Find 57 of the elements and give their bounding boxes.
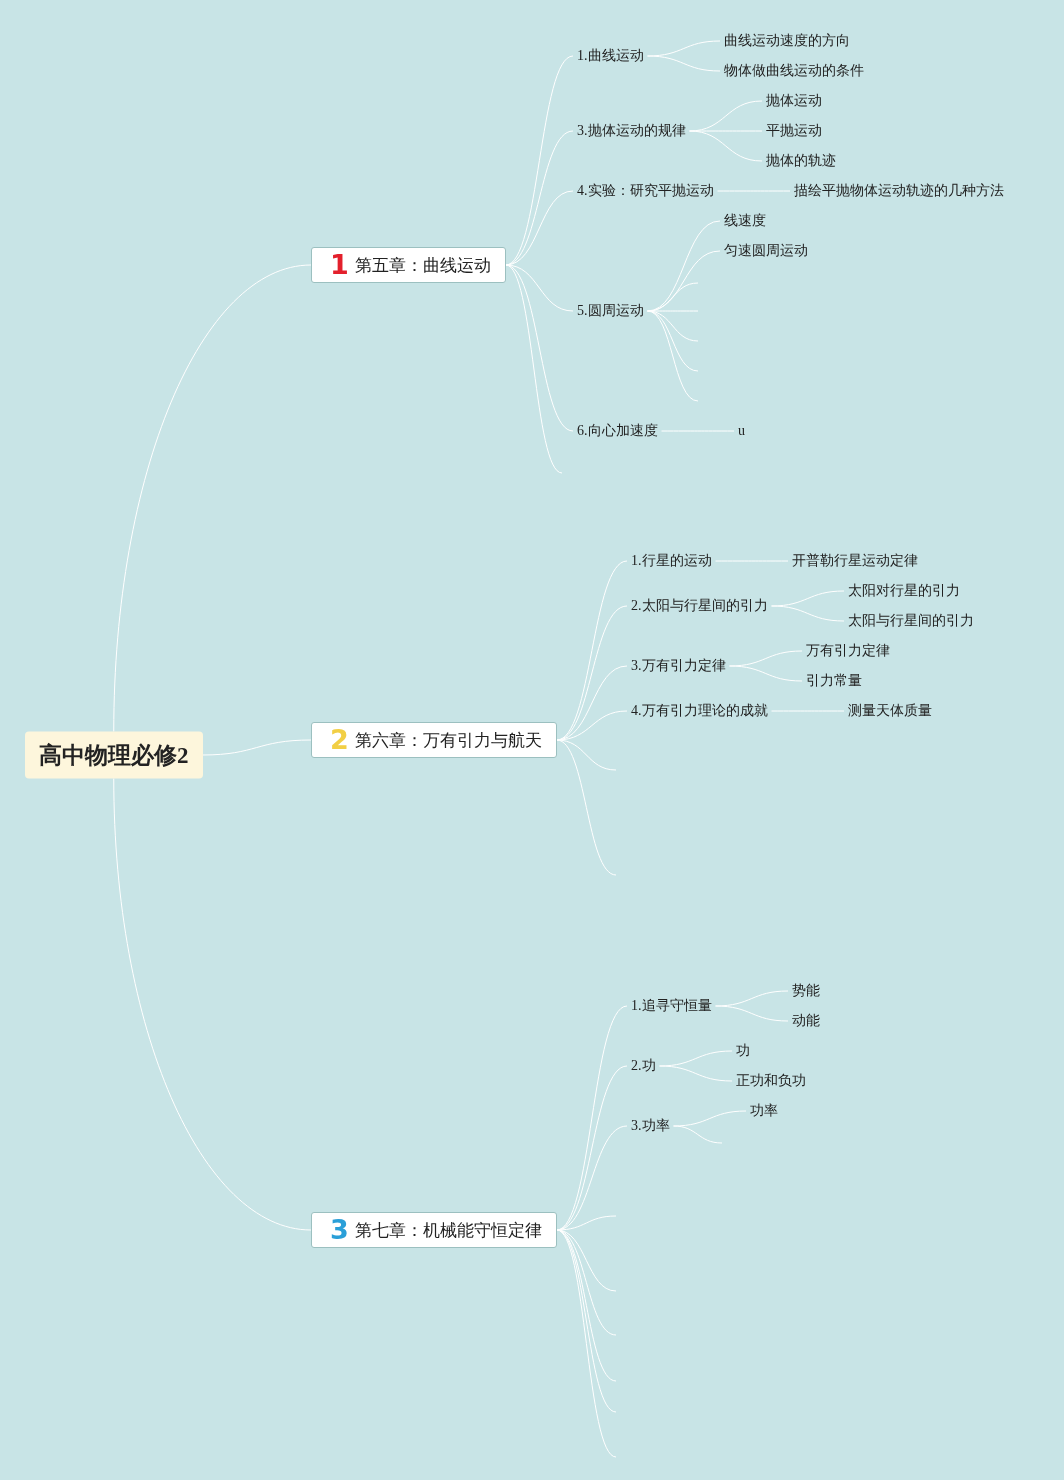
topic-label: 线速度 [720, 211, 770, 231]
topic-label: 匀速圆周运动 [720, 241, 812, 261]
topic-label: 6.向心加速度 [573, 421, 662, 441]
topic-label: 引力常量 [802, 671, 866, 691]
chapter-title: 第五章：曲线运动 [354, 253, 491, 277]
branch-line [505, 264, 563, 474]
topic-label: 1.追寻守恒量 [627, 996, 716, 1016]
topic-label: 描绘平抛物体运动轨迹的几种方法 [790, 181, 1008, 201]
chapter-box [311, 247, 506, 283]
branch-line [647, 310, 699, 402]
branch-line [673, 1110, 747, 1127]
branch-line [202, 739, 312, 756]
branch-line [659, 1065, 733, 1082]
topic-label: 动能 [788, 1011, 824, 1031]
chapter-box [311, 1212, 557, 1248]
topic-label: 平抛运动 [762, 121, 826, 141]
topic-label: 3.功率 [627, 1116, 674, 1136]
topic-label: 抛体的轨迹 [762, 151, 840, 171]
chapter-box [311, 722, 557, 758]
topic-label: 曲线运动速度的方向 [720, 31, 854, 51]
branch-line [556, 1229, 617, 1458]
branch-line [771, 605, 845, 622]
branch-line [673, 1125, 723, 1144]
topic-label: 功率 [746, 1101, 782, 1121]
topic-label: 4.万有引力理论的成就 [627, 701, 772, 721]
topic-label: 抛体运动 [762, 91, 826, 111]
topic-label: 4.实验：研究平抛运动 [573, 181, 718, 201]
topic-label: 2.太阳与行星间的引力 [627, 596, 772, 616]
topic-label: 正功和负功 [732, 1071, 810, 1091]
topic-label: 测量天体质量 [844, 701, 936, 721]
branch-line [715, 1005, 789, 1022]
root-topic-box: 高中物理必修2 [25, 731, 203, 779]
branch-line [689, 130, 763, 162]
topic-label: 万有引力定律 [802, 641, 894, 661]
topic-label: 势能 [788, 981, 824, 1001]
branch-line [647, 55, 721, 72]
topic-label: 3.万有引力定律 [627, 656, 730, 676]
topic-label: u [734, 421, 749, 441]
branch-line [113, 778, 312, 1231]
topic-label: 物体做曲线运动的条件 [720, 61, 868, 81]
branch-line [729, 665, 803, 682]
topic-label: 2.功 [627, 1056, 660, 1076]
topic-label: 3.抛体运动的规律 [573, 121, 690, 141]
topic-label: 开普勒行星运动定律 [788, 551, 922, 571]
chapter-number: 2 [330, 726, 349, 754]
branch-line [113, 264, 312, 732]
topic-label: 太阳对行星的引力 [844, 581, 964, 601]
topic-label: 1.行星的运动 [627, 551, 716, 571]
chapter-number: 1 [330, 251, 349, 279]
chapter-title: 第七章：机械能守恒定律 [354, 1218, 542, 1242]
topic-label: 功 [732, 1041, 754, 1061]
branch-line [647, 310, 699, 342]
chapter-number: 3 [330, 1216, 349, 1244]
topic-label: 1.曲线运动 [573, 46, 648, 66]
chapter-title: 第六章：万有引力与航天 [354, 728, 542, 752]
topic-label: 5.圆周运动 [573, 301, 648, 321]
topic-label: 太阳与行星间的引力 [844, 611, 978, 631]
